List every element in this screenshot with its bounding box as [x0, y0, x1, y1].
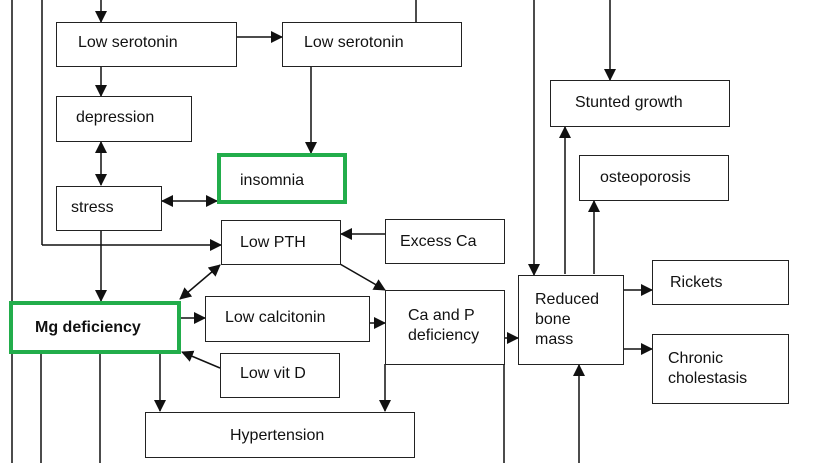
node-label: Stunted growth [575, 94, 683, 111]
node-ca-p-deficiency: Ca and P deficiency [385, 290, 505, 365]
node-low-calcitonin: Low calcitonin [205, 296, 370, 342]
edge-lowpth-to-cap [339, 263, 386, 291]
node-stunted-growth: Stunted growth [550, 80, 730, 127]
node-chronic-cholestasis: Chronic cholestasis [652, 334, 789, 404]
node-label: stress [71, 199, 114, 216]
node-label: Low calcitonin [225, 309, 326, 326]
node-low-serotonin-1: Low serotonin [56, 22, 237, 67]
node-label: insomnia [240, 172, 305, 189]
node-label: Rickets [670, 274, 723, 291]
edge-lowpth-mg [179, 264, 221, 300]
edge-vitd-to-mg [181, 350, 221, 369]
node-label: depression [76, 109, 155, 126]
node-excess-ca: Excess Ca [385, 219, 505, 264]
node-low-vit-d: Low vit D [220, 353, 340, 398]
node-hypertension: Hypertension [145, 412, 415, 458]
node-label: Low vit D [240, 365, 306, 382]
node-label: Chronic cholestasis [668, 350, 748, 387]
node-mg-deficiency: Mg deficiency [9, 301, 181, 354]
node-label: Ca and P deficiency [408, 307, 480, 344]
node-label: Hypertension [230, 427, 325, 444]
node-label: osteoporosis [600, 169, 691, 186]
node-depression: depression [56, 96, 192, 142]
node-label: Excess Ca [400, 233, 477, 250]
node-label: Low serotonin [304, 34, 404, 51]
node-rickets: Rickets [652, 260, 789, 305]
node-label: Low PTH [240, 234, 306, 251]
node-osteoporosis: osteoporosis [579, 155, 729, 201]
node-reduced-bone-mass: Reduced bone mass [518, 275, 624, 365]
node-low-pth: Low PTH [221, 220, 341, 265]
node-label: Mg deficiency [35, 319, 141, 336]
node-insomnia: insomnia [217, 153, 347, 204]
node-low-serotonin-2: Low serotonin [282, 22, 462, 67]
node-label: Reduced bone mass [535, 291, 600, 348]
node-stress: stress [56, 186, 162, 231]
node-label: Low serotonin [78, 34, 178, 51]
